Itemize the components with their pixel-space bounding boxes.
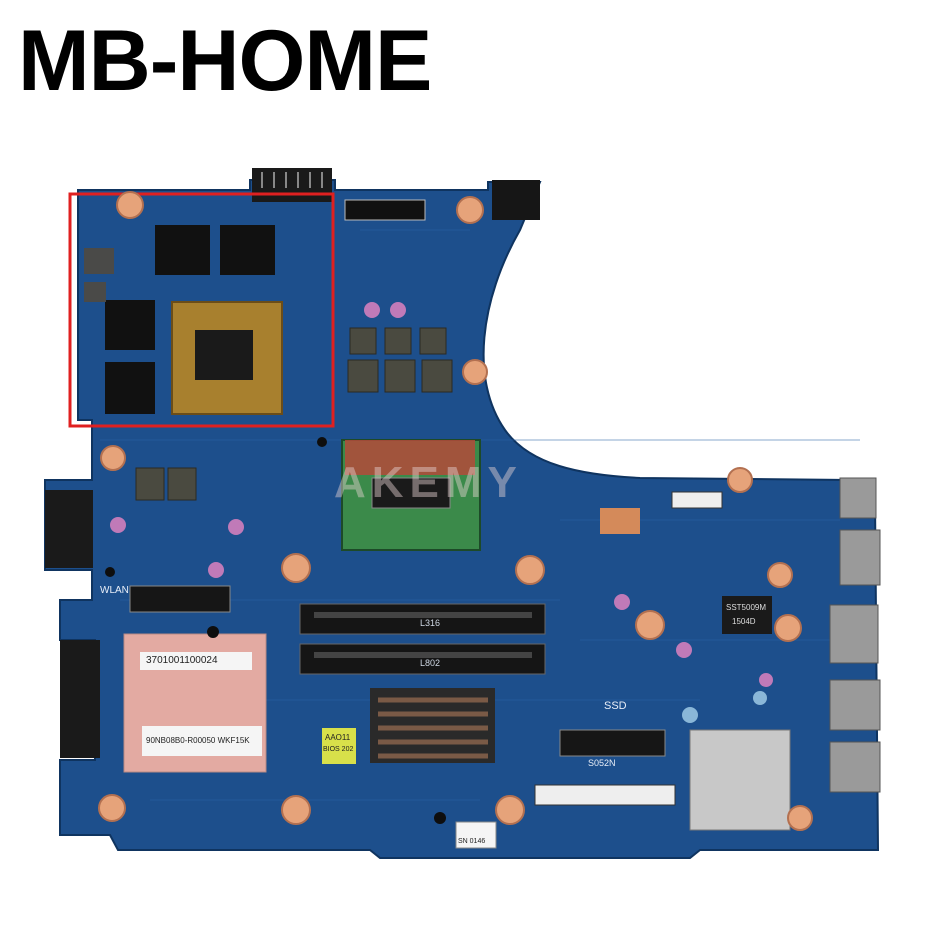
sticker-top (140, 652, 252, 670)
card-reader (689, 729, 791, 831)
ssd-slot (559, 729, 666, 757)
serial-sticker (455, 821, 497, 849)
pad-array (600, 508, 640, 534)
serial-text: SN 0146 (458, 838, 486, 845)
sticker-bottom-text: 90NB08B0-R00050 WKF15K (146, 736, 250, 745)
wlan-slot (129, 585, 231, 613)
small-connector-right (671, 491, 723, 509)
pch-chip (370, 688, 495, 763)
ribbon-connector-top (344, 199, 426, 221)
dimm-top-label: L316 (420, 618, 441, 628)
hdd-connector (45, 490, 93, 568)
dimm-bottom-label: L802 (420, 658, 441, 668)
bios-line2: BIOS 202 (323, 746, 354, 753)
bottom-ribbon-connector (534, 784, 676, 806)
capacitors-blue (682, 691, 767, 723)
chip-code-2: 1504D (732, 617, 756, 626)
brand-title: MB-HOME (18, 13, 432, 109)
wlan-label: WLAN (100, 585, 129, 596)
chip-right (722, 596, 772, 634)
bios-line1: AAO11 (325, 733, 351, 742)
screw-holes (105, 437, 446, 824)
power-chokes (135, 327, 453, 501)
gpu-highlight-box (68, 192, 335, 428)
io-ports (829, 477, 881, 793)
connector-code: S052N (588, 758, 616, 768)
ssd-label: SSD (604, 700, 627, 712)
chip-code: SST5009M (726, 603, 767, 612)
mounting-pads (98, 191, 813, 831)
sticker-top-text: 3701001100024 (146, 655, 218, 666)
cpu (341, 439, 481, 551)
sata-connector (60, 640, 100, 758)
sticker-bottom (142, 726, 262, 756)
dc-jack (492, 180, 540, 220)
connector-pins (261, 172, 323, 188)
watermark-text: AKEMY (334, 458, 523, 507)
bios-sticker (322, 728, 356, 764)
gpu-area (84, 225, 283, 415)
battery-connector (252, 168, 332, 202)
capacitors-pink (110, 302, 773, 687)
ram-slots (299, 603, 546, 675)
